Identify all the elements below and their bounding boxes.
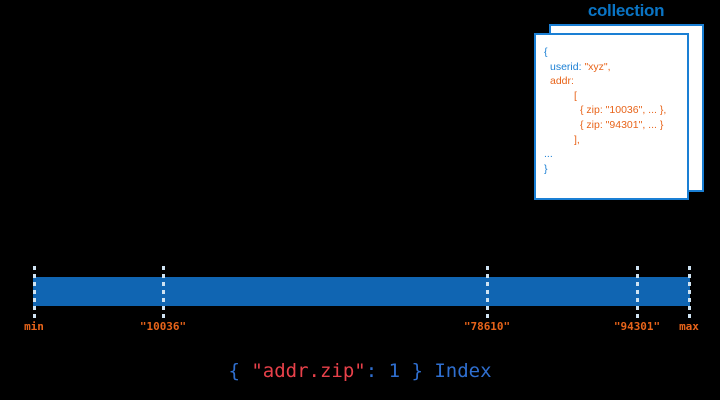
document-token: "xyz", xyxy=(584,60,611,73)
document-token: userid: xyxy=(550,60,585,73)
caption-index-field: "addr.zip" xyxy=(251,360,366,382)
document-token: { zip: "10036", ... }, xyxy=(580,104,667,117)
index-axis: min "10036" "78610" "94301" max xyxy=(0,260,720,340)
document-card-front: {userid: "xyz",addr:[{ zip: "10036", ...… xyxy=(534,33,689,200)
document-line: userid: "xyz", xyxy=(544,60,683,75)
index-tick xyxy=(688,266,691,318)
collection-label: collection xyxy=(587,1,665,20)
index-tick xyxy=(162,266,165,318)
document-line: ], xyxy=(544,133,683,148)
index-tick-label: max xyxy=(679,320,699,333)
document-line: [ xyxy=(544,89,683,104)
index-tick xyxy=(486,266,489,318)
document-token: [ xyxy=(574,89,577,102)
caption-index-suffix: Index xyxy=(422,360,492,382)
caption-open-brace: { xyxy=(228,360,252,382)
index-caption: { "addr.zip": 1 } Index xyxy=(0,360,720,382)
document-json-body: {userid: "xyz",addr:[{ zip: "10036", ...… xyxy=(544,45,683,176)
document-line: { zip: "10036", ... }, xyxy=(544,103,683,118)
document-token: addr: xyxy=(550,75,574,88)
index-tick xyxy=(33,266,36,318)
document-line: ... xyxy=(544,147,683,162)
index-tick-label: "78610" xyxy=(463,320,511,333)
index-bar xyxy=(33,277,690,306)
document-token: } xyxy=(544,162,548,175)
index-tick xyxy=(636,266,639,318)
index-tick-label: "10036" xyxy=(139,320,187,333)
index-tick-label: "94301" xyxy=(613,320,661,333)
document-token: { zip: "94301", ... } xyxy=(580,118,664,131)
index-tick-label: min xyxy=(24,320,44,333)
document-line: { xyxy=(544,45,683,60)
document-token: ... xyxy=(544,148,553,161)
document-line: } xyxy=(544,162,683,177)
document-line: addr: xyxy=(544,74,683,89)
document-token: { xyxy=(544,46,548,58)
document-line: { zip: "94301", ... } xyxy=(544,118,683,133)
document-stack: {userid: "xyz",addr:[{ zip: "10036", ...… xyxy=(534,24,706,202)
document-token: ], xyxy=(574,133,580,146)
caption-index-value: : 1 } xyxy=(365,360,423,382)
